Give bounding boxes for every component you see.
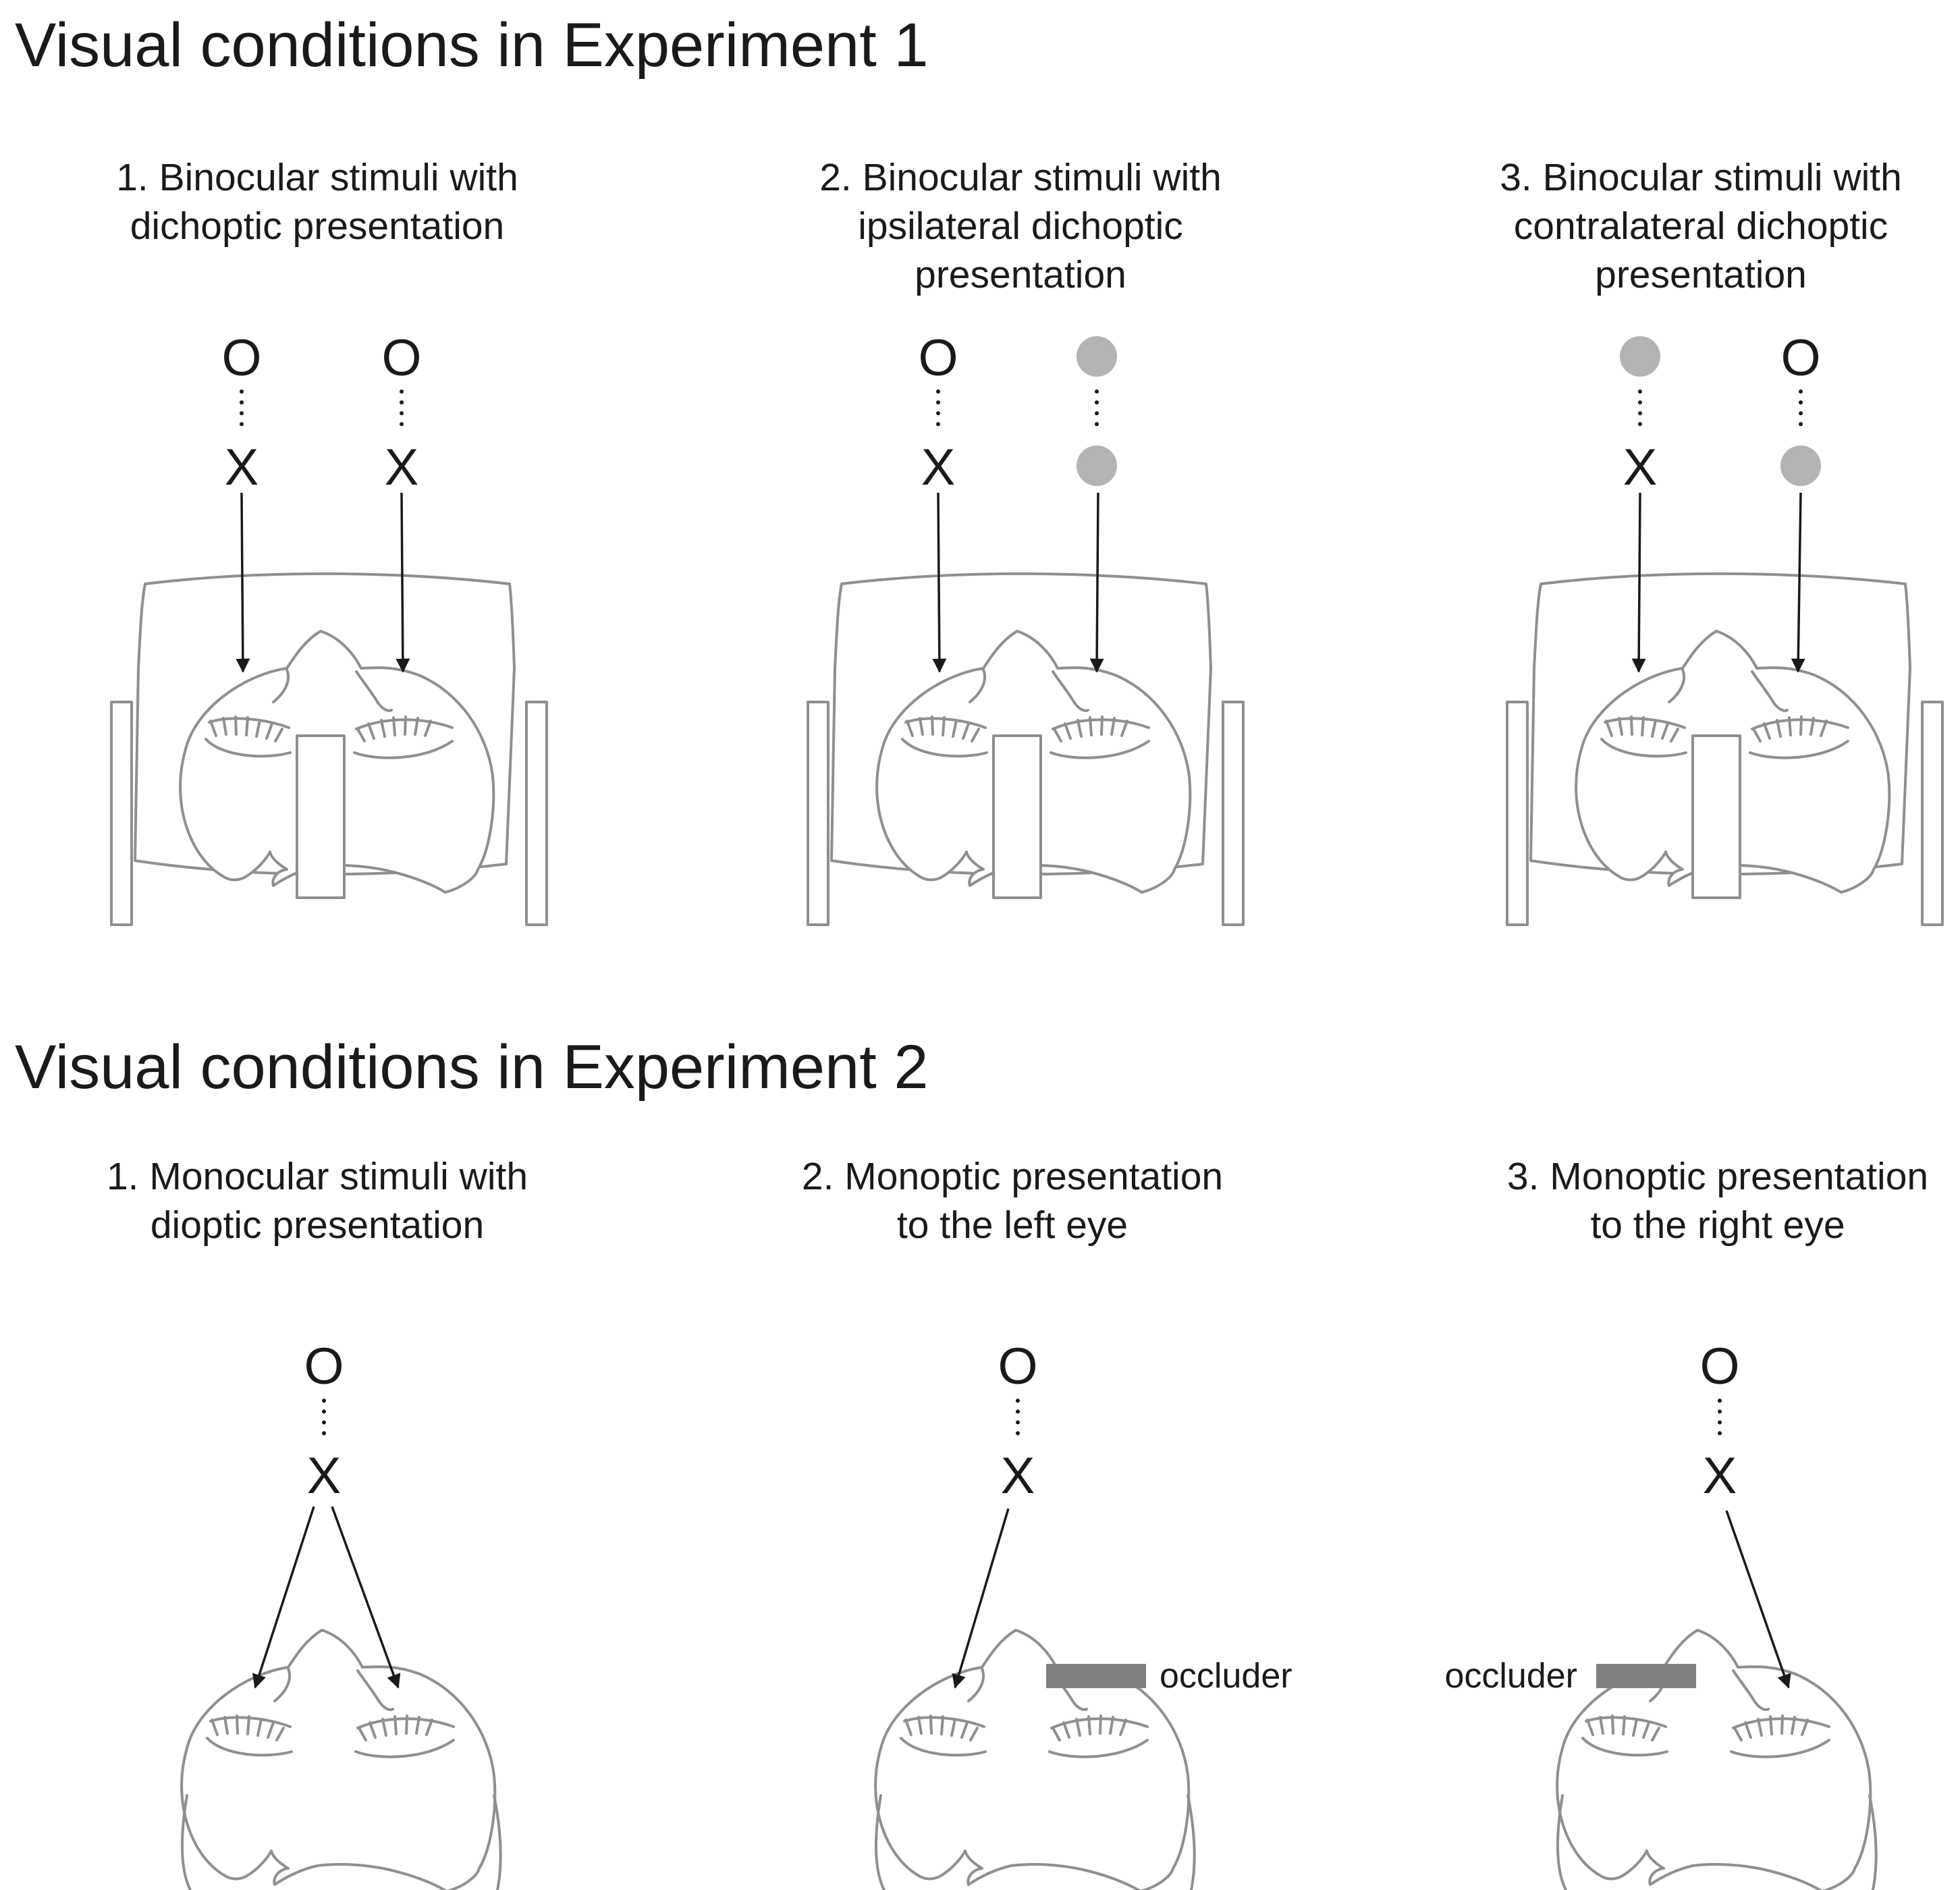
exp1-cond3-left-x: X	[1623, 439, 1658, 496]
exp2-condition-2: 2. Monoptic presentation to the left eye…	[802, 1155, 1292, 1890]
exp1-cond1-left-o: O	[221, 329, 261, 387]
exp2-cond2-occluder-label: occluder	[1160, 1656, 1292, 1696]
exp1-cond1-right-o: O	[381, 329, 421, 387]
exp2-cond3-occluder	[1596, 1664, 1696, 1688]
exp2-cond1-head-illustration	[180, 1629, 502, 1890]
exp2-cond1-left-arrow	[252, 1506, 315, 1689]
exp1-cond3-right-o: O	[1780, 329, 1820, 387]
exp1-condition-3: 3. Binocular stimuli with contralateral …	[1500, 156, 1944, 926]
exp2-cond3-arrow	[1725, 1510, 1791, 1689]
exp1-cond1-head-illustration	[110, 572, 548, 926]
exp2-cond2-caption-line1: 2. Monoptic presentation	[802, 1155, 1223, 1198]
exp2-cond3-head-illustration	[1556, 1629, 1878, 1890]
exp1-cond1-left-x: X	[225, 439, 259, 496]
exp2-cond1-right-arrow	[331, 1506, 401, 1689]
exp1-cond2-caption-line2: ipsilateral dichoptic	[858, 205, 1183, 248]
exp1-cond3-left-top-gray-dot	[1620, 336, 1660, 377]
exp2-cond3-x: X	[1703, 1447, 1737, 1505]
exp2-condition-3: 3. Monoptic presentation to the right ey…	[1444, 1155, 1928, 1890]
exp2-cond3-caption-line1: 3. Monoptic presentation	[1507, 1155, 1928, 1198]
exp1-cond3-caption-line1: 3. Binocular stimuli with	[1500, 156, 1902, 199]
exp1-cond1-caption-line2: dichoptic presentation	[130, 205, 505, 248]
exp1-cond2-head-illustration	[807, 572, 1245, 926]
exp2-cond2-caption-line2: to the left eye	[897, 1204, 1128, 1247]
exp2-cond1-caption-line2: dioptic presentation	[151, 1204, 484, 1247]
exp1-cond3-caption-line2: contralateral dichoptic	[1514, 205, 1888, 248]
exp2-cond2-occluder	[1046, 1664, 1146, 1688]
exp2-cond3-caption-line2: to the right eye	[1590, 1204, 1845, 1247]
exp1-cond3-right-bottom-gray-dot	[1780, 446, 1821, 486]
exp1-cond2-left-o: O	[918, 329, 958, 387]
exp1-cond2-right-arrow	[1089, 492, 1104, 673]
exp2-cond1-o: O	[304, 1338, 344, 1395]
exp2-cond2-o: O	[998, 1338, 1037, 1395]
exp2-cond2-head-illustration	[874, 1629, 1196, 1890]
exp1-condition-2: 2. Binocular stimuli with ipsilateral di…	[807, 156, 1245, 926]
exp2-condition-1: 1. Monocular stimuli with dioptic presen…	[107, 1155, 528, 1890]
exp1-cond3-right-arrow	[1791, 492, 1805, 673]
exp1-cond2-right-top-gray-dot	[1077, 336, 1117, 377]
exp1-cond3-caption-line3: presentation	[1595, 253, 1807, 296]
exp1-cond1-right-x: X	[385, 439, 419, 496]
exp1-cond2-caption-line1: 2. Binocular stimuli with	[819, 156, 1222, 199]
exp2-cond3-occluder-label: occluder	[1444, 1656, 1577, 1696]
exp2-cond3-o: O	[1699, 1338, 1739, 1395]
exp2-cond1-x: X	[307, 1447, 342, 1505]
experiment2-heading: Visual conditions in Experiment 2	[15, 1033, 929, 1102]
exp1-cond3-head-illustration	[1506, 572, 1944, 926]
exp1-cond1-caption-line1: 1. Binocular stimuli with	[116, 156, 518, 199]
exp2-cond2-x: X	[1001, 1447, 1035, 1505]
experiment1-heading: Visual conditions in Experiment 1	[15, 11, 929, 80]
exp1-condition-1: 1. Binocular stimuli with dichoptic pres…	[110, 156, 548, 926]
exp1-cond3-left-arrow	[1631, 492, 1646, 673]
exp1-cond2-left-arrow	[932, 492, 947, 673]
exp2-cond1-caption-line1: 1. Monocular stimuli with	[107, 1155, 528, 1198]
exp1-cond2-left-x: X	[921, 439, 956, 496]
exp1-cond2-caption-line3: presentation	[915, 253, 1126, 296]
exp1-cond1-right-arrow	[396, 492, 410, 673]
exp1-cond1-left-arrow	[236, 492, 250, 673]
exp2-cond2-arrow	[952, 1508, 1010, 1689]
exp1-cond2-right-bottom-gray-dot	[1077, 446, 1117, 486]
